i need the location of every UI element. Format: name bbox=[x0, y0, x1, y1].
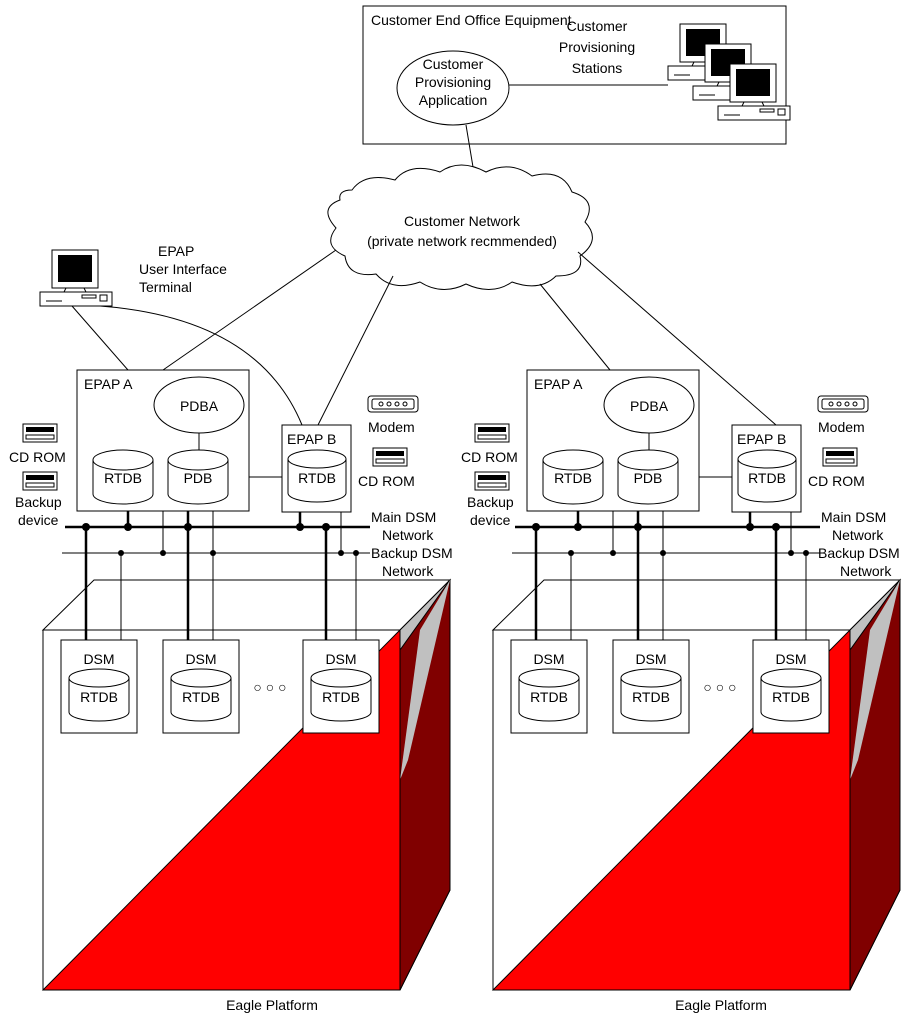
stations-label-1: Customer bbox=[567, 18, 628, 34]
cdrom-label: CD ROM bbox=[9, 449, 66, 465]
provisioning-app-ellipse bbox=[396, 50, 510, 126]
rtdb-label: RTDB bbox=[632, 689, 670, 705]
modem-icon bbox=[817, 395, 869, 413]
dsm-ellipsis: ○ ○ ○ bbox=[703, 679, 736, 695]
cloud-epap-b-left-link bbox=[317, 275, 394, 426]
dsm-label: DSM bbox=[533, 651, 564, 667]
provisioning-app-label-3: Application bbox=[419, 92, 488, 108]
network-label-2: (private network recmmended) bbox=[367, 233, 557, 249]
customer-end-office-group: Customer End Office Equipment Customer P… bbox=[362, 5, 791, 145]
platform-top-face bbox=[491, 579, 902, 631]
dsm-label: DSM bbox=[83, 651, 114, 667]
cdrom-label: CD ROM bbox=[461, 449, 518, 465]
rtdb-label: RTDB bbox=[554, 470, 592, 486]
backup-dsm-label-2: Network bbox=[840, 563, 892, 579]
pdb-cylinder bbox=[617, 460, 679, 505]
customer-end-office-label: Customer End Office Equipment bbox=[371, 12, 572, 28]
left-epap-b: EPAP B RTDB bbox=[281, 424, 352, 513]
stations-label-2: Provisioning bbox=[559, 39, 635, 55]
dsm-label: DSM bbox=[185, 651, 216, 667]
backup-dsm-label-1: Backup DSM bbox=[818, 545, 900, 561]
backup-label-2: device bbox=[18, 512, 59, 528]
rtdb-label: RTDB bbox=[772, 689, 810, 705]
left-epap-a: EPAP A PDBA RTDB PDB bbox=[76, 369, 250, 512]
right-dsm-card: DSM RTDB bbox=[752, 639, 830, 734]
left-dsm-card: DSM RTDB bbox=[60, 639, 138, 734]
customer-network-cloud: Customer Network (private network recmme… bbox=[327, 164, 593, 290]
pdba-label: PDBA bbox=[180, 398, 219, 414]
backup-device-icon bbox=[22, 471, 58, 491]
rtdb-cylinder bbox=[92, 460, 154, 505]
right-epap-a: EPAP A PDBA RTDB PDB bbox=[526, 369, 700, 512]
ui-terminal-group: EPAP User Interface Terminal bbox=[39, 243, 303, 426]
modem-label: Modem bbox=[368, 419, 415, 435]
pdb-label: PDB bbox=[634, 470, 663, 486]
cloud-epap-a-left-link bbox=[162, 249, 337, 371]
cdrom-icon bbox=[22, 423, 58, 443]
rtdb-label: RTDB bbox=[182, 689, 220, 705]
rtdb-label: RTDB bbox=[80, 689, 118, 705]
pdb-cylinder bbox=[167, 460, 229, 505]
left-dsm-card: DSM RTDB bbox=[302, 639, 380, 734]
terminal-computer-icon bbox=[39, 249, 113, 307]
right-dsm-card: DSM RTDB bbox=[612, 639, 690, 734]
main-dsm-label-2: Network bbox=[382, 527, 434, 543]
backup-dsm-label-1: Backup DSM bbox=[371, 545, 453, 561]
eagle-platform-label: Eagle Platform bbox=[226, 997, 318, 1013]
cdrom-label: CD ROM bbox=[358, 473, 415, 489]
backup-dsm-label-2: Network bbox=[382, 563, 434, 579]
rtdb-label: RTDB bbox=[104, 470, 142, 486]
backup-device-icon bbox=[474, 471, 510, 491]
ui-terminal-label-2: User Interface bbox=[139, 261, 227, 277]
left-dsm-card: DSM RTDB bbox=[162, 639, 240, 734]
rtdb-label: RTDB bbox=[748, 470, 786, 486]
main-dsm-label-1: Main DSM bbox=[371, 509, 436, 525]
terminal-epap-a-link bbox=[71, 305, 129, 371]
rtdb-cylinder bbox=[737, 459, 797, 503]
dsm-ellipsis: ○ ○ ○ bbox=[253, 679, 286, 695]
modem-icon bbox=[367, 395, 419, 413]
cloud-epap-b-right-link bbox=[577, 251, 777, 426]
epap-b-label: EPAP B bbox=[287, 431, 336, 447]
epap-a-label: EPAP A bbox=[534, 376, 583, 392]
backup-label-1: Backup bbox=[467, 494, 514, 510]
main-dsm-label-2: Network bbox=[832, 527, 884, 543]
rtdb-label: RTDB bbox=[322, 689, 360, 705]
rtdb-cylinder bbox=[542, 460, 604, 505]
pdb-label: PDB bbox=[184, 470, 213, 486]
dsm-label: DSM bbox=[325, 651, 356, 667]
provisioning-app-label-1: Customer bbox=[423, 56, 484, 72]
cdrom-icon bbox=[822, 447, 858, 467]
dsm-label: DSM bbox=[775, 651, 806, 667]
right-dsm-card: DSM RTDB bbox=[510, 639, 588, 734]
backup-label-1: Backup bbox=[15, 494, 62, 510]
eagle-platform-label: Eagle Platform bbox=[675, 997, 767, 1013]
rtdb-label: RTDB bbox=[298, 470, 336, 486]
stations-label-3: Stations bbox=[572, 60, 623, 76]
cdrom-label: CD ROM bbox=[808, 473, 865, 489]
pdba-label: PDBA bbox=[630, 398, 669, 414]
ui-terminal-label-1: EPAP bbox=[158, 243, 194, 259]
cdrom-icon bbox=[474, 423, 510, 443]
platform-top-face bbox=[41, 579, 452, 631]
epap-b-label: EPAP B bbox=[737, 431, 786, 447]
right-epap-b: EPAP B RTDB bbox=[731, 424, 802, 513]
rtdb-cylinder bbox=[287, 459, 347, 503]
cloud-epap-a-right-link bbox=[539, 283, 611, 371]
network-label-1: Customer Network bbox=[404, 213, 521, 229]
epap-a-label: EPAP A bbox=[84, 376, 133, 392]
modem-label: Modem bbox=[818, 419, 865, 435]
rtdb-label: RTDB bbox=[530, 689, 568, 705]
cdrom-icon bbox=[372, 447, 408, 467]
dsm-label: DSM bbox=[635, 651, 666, 667]
ui-terminal-label-3: Terminal bbox=[139, 279, 192, 295]
terminal-epap-b-link bbox=[99, 305, 303, 426]
backup-label-2: device bbox=[470, 512, 511, 528]
provisioning-app-label-2: Provisioning bbox=[415, 74, 491, 90]
main-dsm-label-1: Main DSM bbox=[821, 509, 886, 525]
